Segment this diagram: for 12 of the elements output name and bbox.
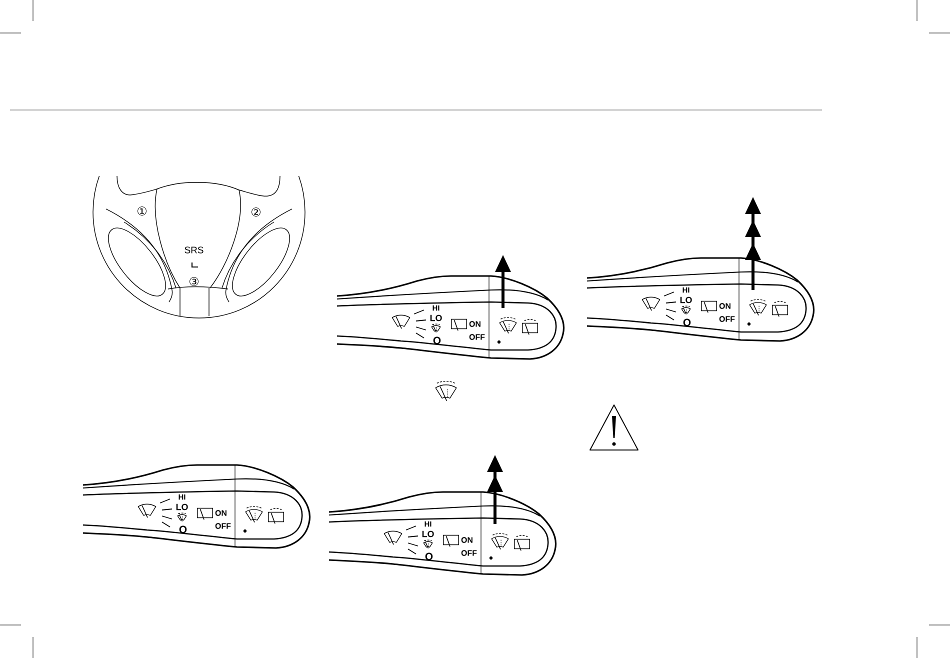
position-marking: O — [179, 526, 187, 534]
position-marking: O — [683, 318, 691, 326]
position-marking: O — [425, 552, 433, 560]
callout-number: ① — [138, 206, 146, 216]
position-marking: LO — [422, 530, 434, 538]
position-marking: LO — [176, 504, 188, 510]
callout-number: ③ — [190, 277, 198, 286]
position-marking: LO — [680, 296, 692, 304]
position-marking: LO — [430, 314, 442, 322]
hub-marking: SRS — [184, 246, 204, 254]
callout-number: ② — [252, 208, 260, 216]
position-marking: O — [433, 336, 441, 344]
